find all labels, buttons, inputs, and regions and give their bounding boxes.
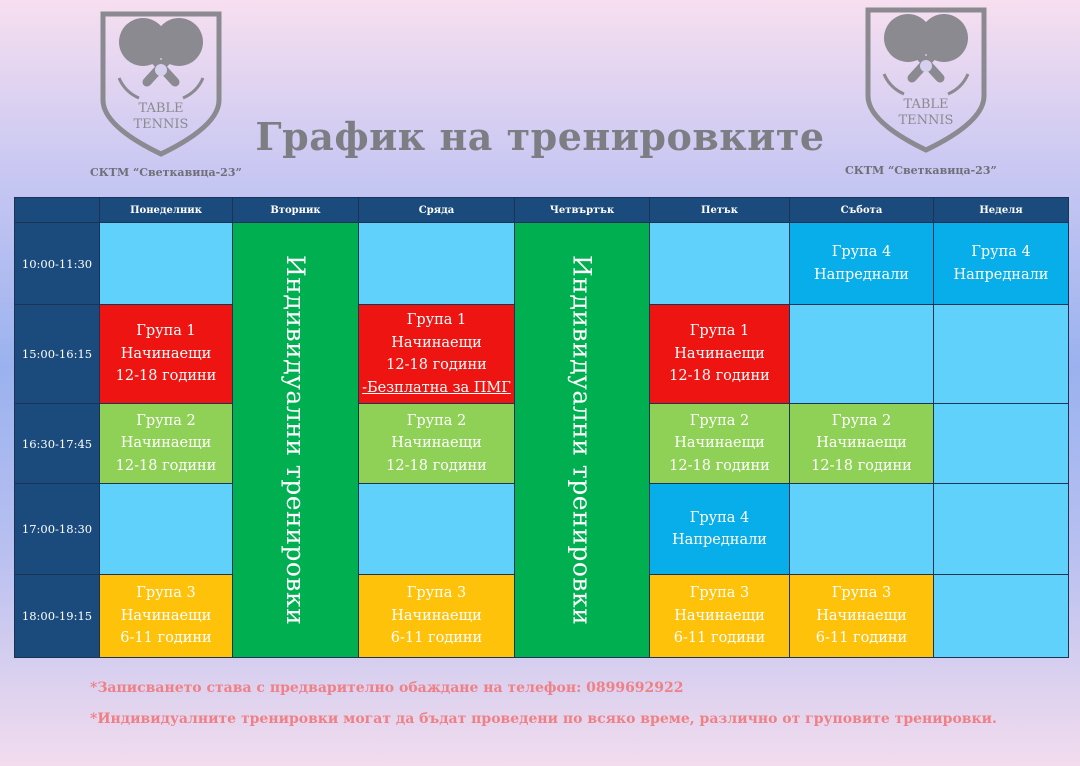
day-header-saturday: Събота [789,197,934,223]
individual-training-label: Индивидуални тренировки [281,254,310,626]
time-slot: 15:00-16:15 [14,304,100,404]
day-header-sunday: Неделя [933,197,1069,223]
empty-cell [933,574,1069,658]
day-header-friday: Петък [649,197,790,223]
day-header-wednesday: Сряда [358,197,515,223]
time-slot: 18:00-19:15 [14,574,100,658]
day-header-monday: Понеделник [99,197,233,223]
table-row: 10:00-11:30 Индивидуални тренировки Инди… [14,222,1069,658]
table-tennis-logo-icon: TABLE TENNIS [100,11,222,157]
club-name-left: СКТМ “Светкавица-23” [90,166,242,179]
svg-text:TABLE: TABLE [138,101,183,116]
empty-cell [99,222,233,305]
svg-text:TENNIS: TENNIS [134,117,189,132]
empty-cell [933,403,1069,484]
empty-cell [358,483,515,575]
empty-cell [789,304,934,404]
page-title: График на тренировките [255,114,825,159]
empty-cell [358,222,515,305]
time-slot: 10:00-11:30 [14,222,100,305]
enrollment-phone-note: *Записването става с предварително обажд… [90,680,684,696]
free-for-pmg-note: -Безплатна за ПМГ [362,379,511,396]
day-header-tuesday: Вторник [232,197,359,223]
time-slot: 17:00-18:30 [14,483,100,575]
svg-text:TABLE: TABLE [903,97,948,112]
individual-training-label: Индивидуални тренировки [567,254,597,626]
table-tennis-logo-icon: TABLE TENNIS [865,7,987,153]
corner-cell [14,197,100,223]
individual-training-thursday: Индивидуални тренировки [514,222,650,658]
header-row: Понеделник Вторник Сряда Четвъртък Петък… [14,197,1069,223]
day-header-thursday: Четвъртък [514,197,650,223]
empty-cell [99,483,233,575]
empty-cell [649,222,790,305]
individual-training-note: *Индивидуалните тренировки могат да бъда… [90,711,997,727]
individual-training-tuesday: Индивидуални тренировки [232,222,359,658]
empty-cell [789,483,934,575]
empty-cell [933,304,1069,404]
time-slot: 16:30-17:45 [14,403,100,484]
empty-cell [933,483,1069,575]
schedule-table: Понеделник Вторник Сряда Четвъртък Петък… [14,197,1069,658]
svg-text:TENNIS: TENNIS [899,113,954,128]
club-name-right: СКТМ “Светкавица-23” [845,164,997,177]
